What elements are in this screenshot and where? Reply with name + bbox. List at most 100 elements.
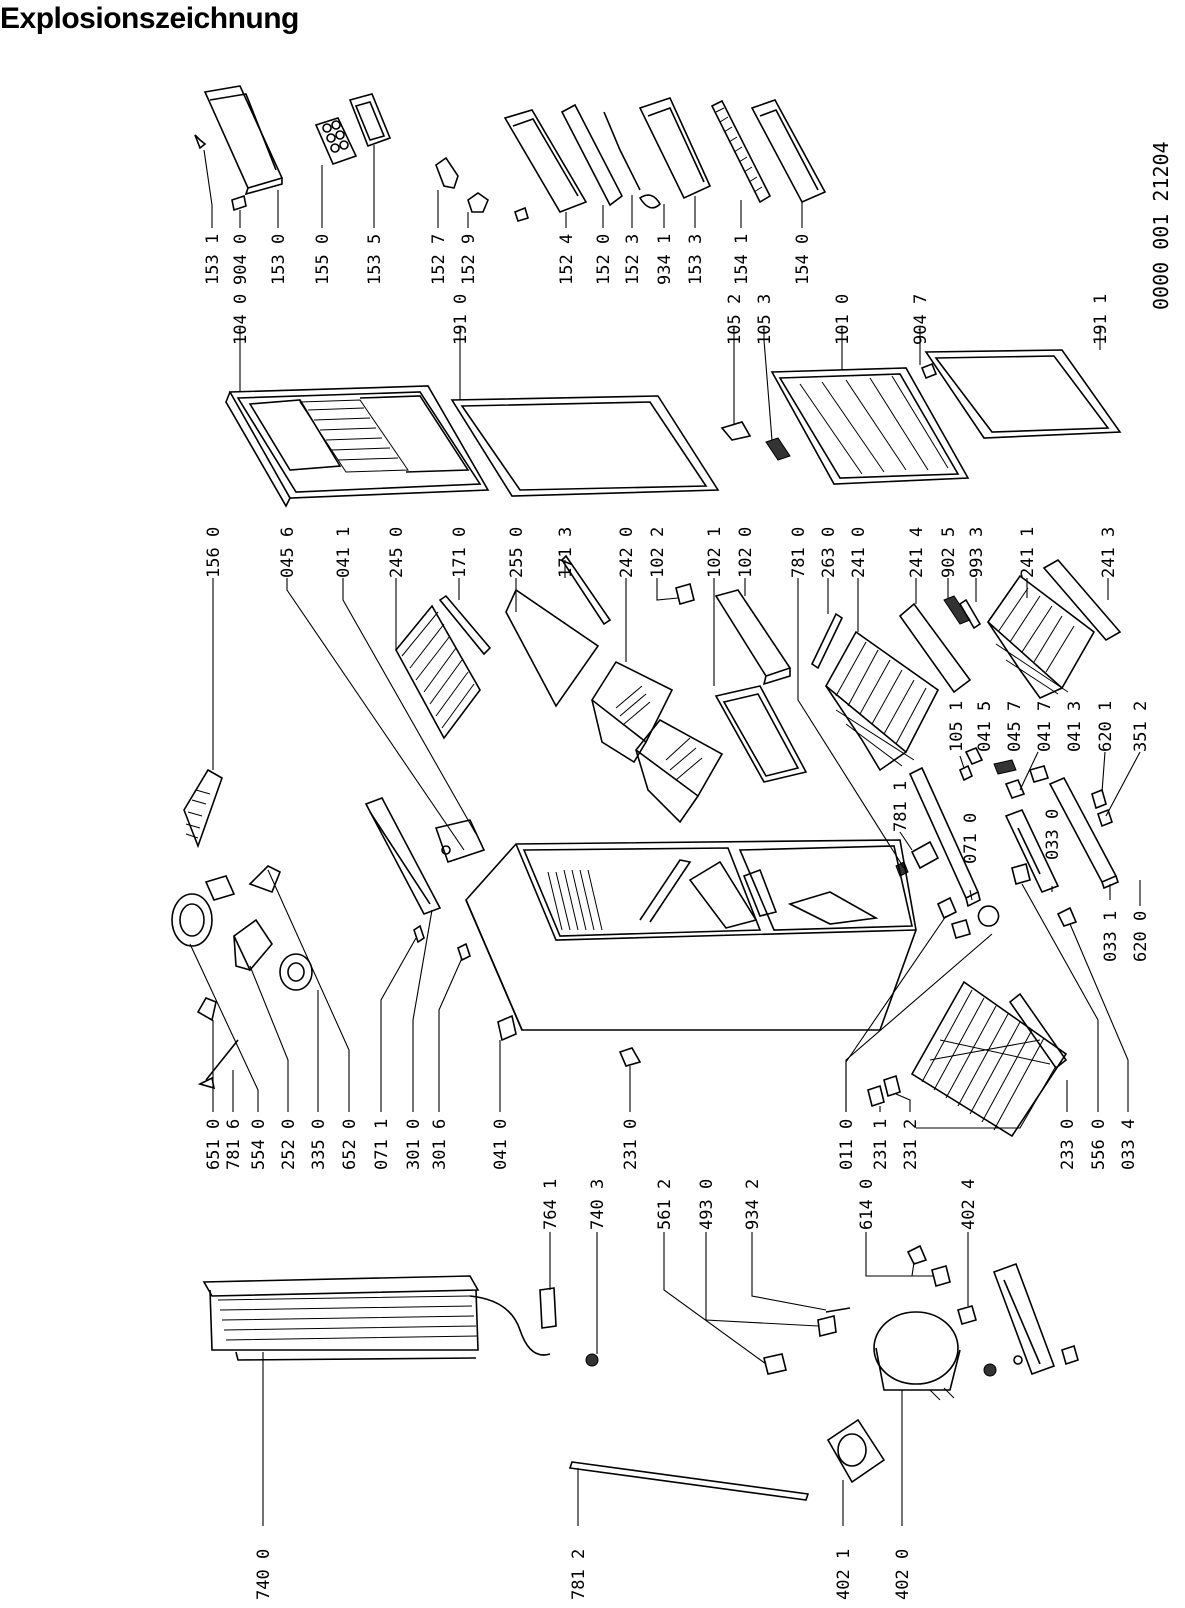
trim-1540 [750, 99, 827, 204]
control-panel-0330 [1004, 808, 1060, 894]
parts-drawing [171, 85, 1122, 1501]
label-3350: 335 0 [309, 1119, 329, 1170]
stop-3016 [457, 942, 471, 962]
label-0415: 041 5 [975, 701, 995, 752]
rail-1520 [560, 103, 624, 207]
relay-2520 [232, 918, 273, 972]
grommets-6140 [906, 1244, 951, 1287]
wire-1523 [603, 111, 641, 191]
label-6200: 620 0 [1131, 911, 1151, 962]
plinth-0331 [1048, 776, 1119, 890]
label-7400: 740 0 [254, 1549, 274, 1600]
label-6140: 614 0 [857, 1179, 877, 1230]
label-1910: 191 0 [451, 294, 471, 345]
bracket-0413 [1004, 779, 1026, 799]
label-2420: 242 0 [617, 527, 637, 578]
bushing-3512 [1097, 808, 1113, 828]
condenser-7400 [202, 1275, 551, 1361]
rod-7812 [568, 1461, 810, 1501]
label-4020: 402 0 [893, 1549, 913, 1600]
label-1022: 102 2 [648, 527, 668, 578]
label-2630: 263 0 [819, 527, 839, 578]
drawing-number: 0000 001 21204 [1149, 141, 1173, 310]
label-0110: 011 0 [837, 1119, 857, 1170]
base-plate [992, 1262, 1056, 1376]
label-7811: 781 1 [891, 781, 911, 832]
hinge-1527 [435, 156, 459, 189]
label-3016: 301 6 [430, 1119, 450, 1170]
bolt-6510 [196, 996, 217, 1022]
label-0457: 045 7 [1005, 701, 1025, 752]
crisper-1021 [714, 685, 808, 783]
label-1530: 153 0 [269, 234, 289, 285]
label-5540: 554 0 [249, 1119, 269, 1170]
label-4930: 493 0 [697, 1179, 717, 1230]
leader-lines [189, 145, 1141, 1526]
bracket-0457 [993, 759, 1017, 775]
label-1713: 171 3 [556, 527, 576, 578]
clip-1022 [675, 583, 695, 605]
hinge-1052 [720, 421, 752, 441]
label-1550: 155 0 [313, 234, 333, 285]
label-0334: 033 4 [1119, 1119, 1139, 1170]
label-9341: 934 1 [655, 234, 675, 285]
basket-front-2413 [1042, 558, 1122, 642]
label-2450: 245 0 [387, 527, 407, 578]
label-7403: 740 3 [588, 1179, 608, 1230]
compressor-4020 [873, 1311, 961, 1401]
hinge-cover-1053 [765, 437, 791, 461]
cap-2310 [618, 1047, 642, 1067]
label-0330: 033 0 [1043, 809, 1063, 860]
latch-0415 [964, 746, 984, 766]
label-7812: 781 2 [569, 1549, 589, 1600]
label-1540: 154 0 [793, 234, 813, 285]
label-2312: 231 2 [901, 1119, 921, 1170]
rail-2630 [810, 612, 844, 670]
clip-4930 [817, 1315, 837, 1337]
bracket-0417 [1028, 765, 1050, 783]
grommet-4020a [983, 1363, 997, 1377]
hinge-0411 [434, 819, 486, 864]
box-5560 [1011, 863, 1031, 885]
grommet-7403 [585, 1353, 599, 1367]
label-1524: 152 4 [557, 234, 577, 285]
label-1529: 152 9 [459, 234, 479, 285]
spring-9341 [638, 194, 661, 209]
label-1533: 153 3 [686, 234, 706, 285]
part-labels: 153 1 904 0 153 0 155 0 153 5 152 7 152 … [203, 141, 1173, 1600]
clip-4024 [957, 1305, 977, 1325]
label-1911: 191 1 [1091, 294, 1111, 345]
label-0413: 041 3 [1065, 701, 1085, 752]
filter-7641 [539, 1287, 557, 1329]
cabinet [465, 839, 917, 1031]
drawer-2420-b [634, 718, 724, 824]
glass-shelf-2550 [505, 588, 600, 708]
freezer-basket-2411 [986, 574, 1096, 700]
profile-1710 [438, 594, 492, 656]
label-2411: 241 1 [1018, 527, 1038, 578]
label-1020: 102 0 [736, 527, 756, 578]
label-5560: 556 0 [1089, 1119, 1109, 1170]
bracket-0110b [951, 919, 971, 939]
crisper-lid-1020 [714, 589, 792, 686]
pin-0711 [413, 924, 425, 944]
grille-1541 [710, 99, 772, 204]
label-1520: 152 0 [594, 234, 614, 285]
label-1531: 153 1 [203, 234, 223, 285]
sensor-6520 [248, 865, 282, 894]
label-5612: 561 2 [655, 1179, 675, 1230]
clip-1051 [958, 764, 974, 782]
thermostat-5540 [171, 875, 236, 947]
label-9342: 934 2 [743, 1179, 763, 1230]
cap-2311 [867, 1084, 885, 1108]
screw-9341-small [514, 206, 529, 222]
door-shelf-1530 [203, 85, 284, 196]
label-4024: 402 4 [959, 1179, 979, 1230]
gasket-1910 [450, 395, 720, 497]
label-0711: 071 1 [372, 1119, 392, 1170]
rail-0710 [908, 766, 981, 908]
label-7816: 781 6 [224, 1119, 244, 1170]
label-0410: 041 0 [491, 1119, 511, 1170]
label-2520: 252 0 [279, 1119, 299, 1170]
